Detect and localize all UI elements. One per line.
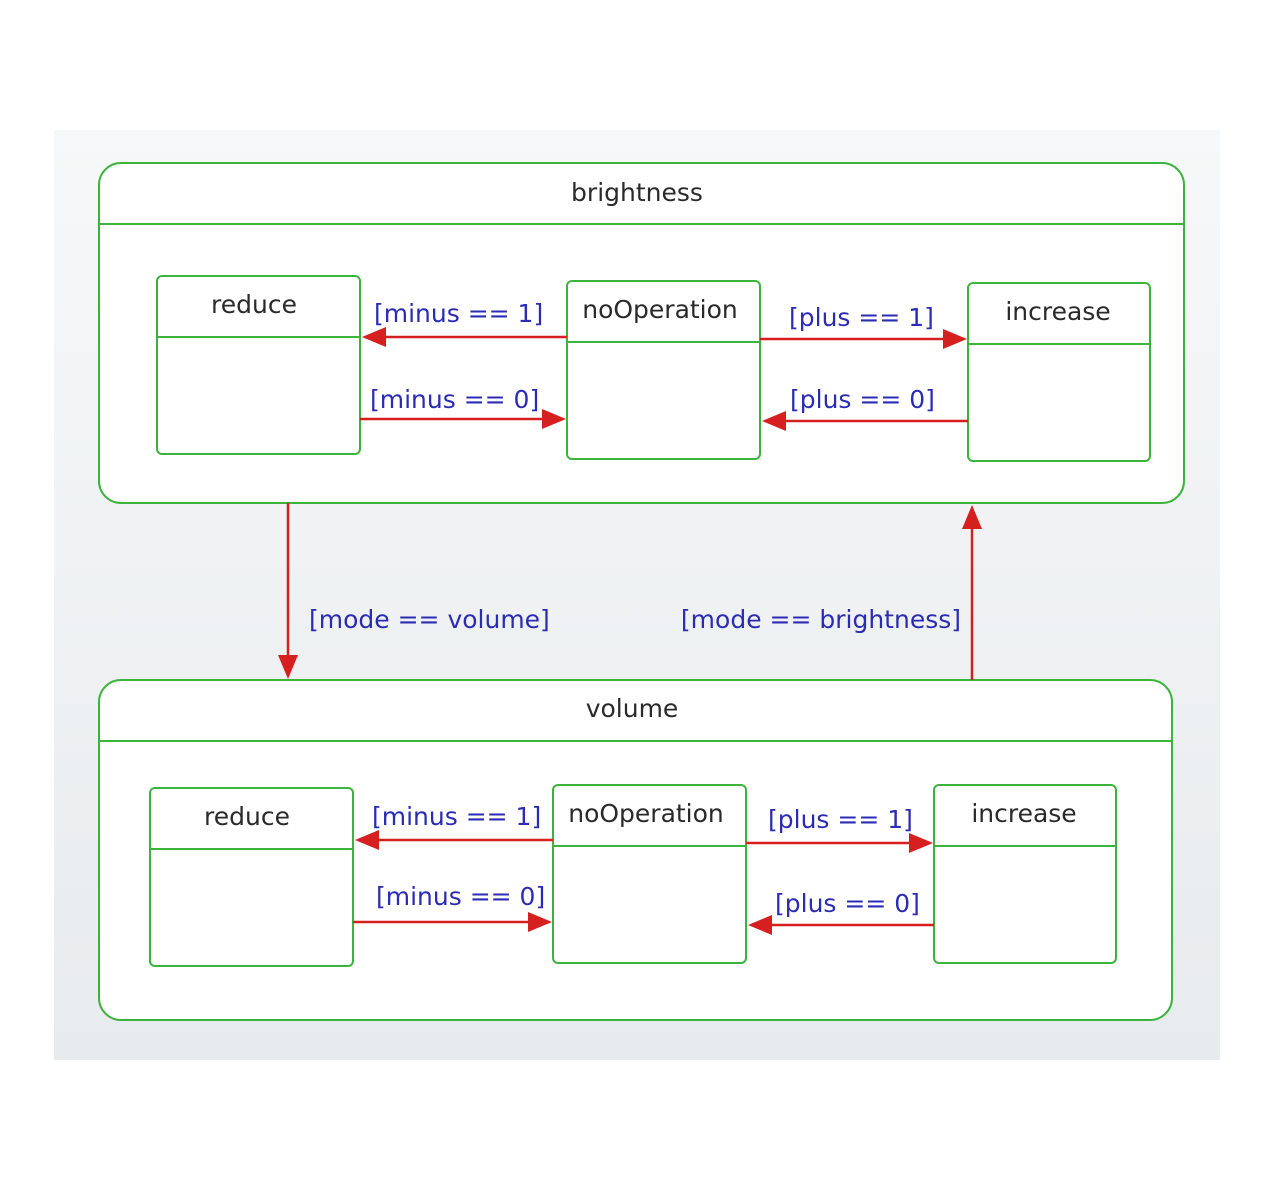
transition-arrow[interactable] bbox=[748, 915, 934, 935]
substate-reduce[interactable]: reduce bbox=[149, 787, 354, 967]
guard-label: [mode == brightness] bbox=[681, 605, 961, 634]
guard-label: [minus == 1] bbox=[374, 299, 543, 328]
transition-arrow[interactable] bbox=[353, 912, 552, 932]
substate-label: increase bbox=[1005, 297, 1110, 326]
guard-label: [minus == 0] bbox=[376, 882, 545, 911]
substate-label: increase bbox=[971, 799, 1076, 828]
guard-label: [plus == 0] bbox=[790, 385, 935, 414]
composite-state-title: volume bbox=[586, 694, 679, 723]
substate-label: noOperation bbox=[568, 799, 724, 828]
substate-reduce[interactable]: reduce bbox=[156, 275, 361, 455]
guard-label: [plus == 0] bbox=[775, 889, 920, 918]
guard-label: [mode == volume] bbox=[309, 605, 550, 634]
substate-increase[interactable]: increase bbox=[967, 282, 1151, 462]
substate-nooperation[interactable]: noOperation bbox=[552, 784, 747, 964]
transition-arrow[interactable] bbox=[760, 329, 967, 349]
composite-state-brightness[interactable]: brightness reduce noOperation increase [… bbox=[98, 162, 1185, 504]
composite-state-volume[interactable]: volume reduce noOperation increase [minu… bbox=[98, 679, 1173, 1021]
transition-arrow[interactable] bbox=[746, 833, 933, 853]
substate-increase[interactable]: increase bbox=[933, 784, 1117, 964]
substate-label: reduce bbox=[204, 802, 290, 831]
substate-label: noOperation bbox=[582, 295, 738, 324]
transition-arrow-to-brightness[interactable] bbox=[962, 505, 982, 680]
transition-arrow-to-volume[interactable] bbox=[278, 503, 298, 679]
substate-nooperation[interactable]: noOperation bbox=[566, 280, 761, 460]
guard-label: [minus == 1] bbox=[372, 802, 541, 831]
substate-label: reduce bbox=[211, 290, 297, 319]
transition-arrow[interactable] bbox=[355, 830, 553, 850]
transition-arrow[interactable] bbox=[360, 409, 566, 429]
transition-arrow[interactable] bbox=[762, 411, 968, 431]
guard-label: [plus == 1] bbox=[768, 805, 913, 834]
composite-state-title: brightness bbox=[571, 178, 703, 207]
guard-label: [plus == 1] bbox=[789, 303, 934, 332]
transition-arrow[interactable] bbox=[362, 327, 567, 347]
guard-label: [minus == 0] bbox=[370, 385, 539, 414]
